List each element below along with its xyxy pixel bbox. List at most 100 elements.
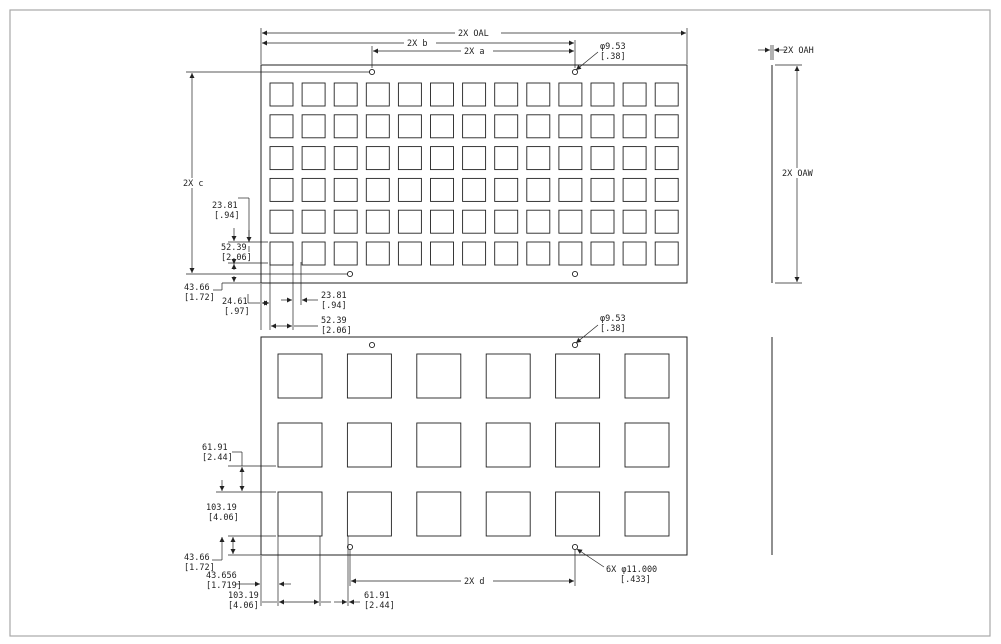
- top-square-cutout: [558, 82, 583, 107]
- dim-b-label: 2X b: [407, 39, 427, 49]
- hole-6x-mm: 6X φ11.000: [606, 565, 657, 575]
- top-square-cutout: [333, 177, 358, 202]
- top-square-cutout: [590, 82, 615, 107]
- top-square-cutout: [333, 82, 358, 107]
- top-square-cutout: [430, 177, 454, 202]
- bot-edge-v-in: [1.72]: [184, 563, 215, 573]
- top-square-cutout: [654, 177, 679, 202]
- top-square-cutout: [365, 177, 390, 202]
- top-plate-square-cutouts: [269, 82, 679, 266]
- top-plate-hole: [346, 270, 354, 278]
- top-square-cutout: [622, 177, 647, 202]
- top-sq-h-mm: 23.81: [321, 291, 347, 301]
- hole-top-in: [.38]: [600, 52, 626, 62]
- bottom-plate-outline: [260, 336, 688, 556]
- top-square-cutout: [462, 209, 487, 234]
- top-square-cutout: [397, 177, 422, 202]
- bot-edge-h-mm: 43.656: [206, 571, 237, 581]
- bottom-square-cutout: [624, 422, 670, 468]
- top-square-cutout: [430, 209, 454, 234]
- dim-a-label: 2X a: [464, 47, 484, 57]
- bottom-plate-hole: [368, 341, 376, 349]
- callout-hole-top: [575, 51, 599, 71]
- top-square-cutout: [526, 241, 551, 266]
- top-square-cutout: [494, 146, 519, 171]
- top-square-cutout: [494, 209, 519, 234]
- dim-c-label: 2X c: [183, 179, 203, 189]
- bottom-plate-hole: [346, 543, 354, 551]
- top-square-cutout: [526, 209, 551, 234]
- top-square-cutout: [590, 209, 615, 234]
- top-square-cutout: [365, 209, 390, 234]
- drawing-frame: [9, 9, 991, 637]
- top-square-cutout: [301, 241, 326, 266]
- side-view-top: [758, 45, 802, 284]
- top-sq-v-mm: 23.81: [212, 201, 238, 211]
- bottom-square-cutout: [277, 353, 323, 399]
- bot-edge-h-in: [1.719]: [206, 581, 242, 591]
- callout-hole-mid: [575, 324, 599, 344]
- top-square-cutout: [654, 209, 679, 234]
- top-square-cutout: [590, 114, 615, 139]
- top-plate-outline: [260, 64, 688, 284]
- dim-c: [186, 71, 370, 275]
- top-square-cutout: [654, 114, 679, 139]
- top-square-cutout: [365, 114, 390, 139]
- bot-pitch-h-in: [4.06]: [228, 601, 259, 611]
- bot-gap-h-in: [2.44]: [364, 601, 395, 611]
- top-square-cutout: [269, 241, 294, 266]
- dim-bottom-horizontal: [236, 536, 360, 606]
- hole-6x-in: [.433]: [620, 575, 651, 585]
- top-square-cutout: [269, 209, 294, 234]
- dim-top-bottom-horizontal: [247, 262, 318, 330]
- top-edge-v-mm: 43.66: [184, 283, 210, 293]
- top-square-cutout: [462, 177, 487, 202]
- bottom-square-cutout: [624, 353, 670, 399]
- bottom-square-cutout: [277, 491, 323, 537]
- top-square-cutout: [430, 114, 454, 139]
- dim-oah-label: 2X OAH: [783, 46, 814, 56]
- bottom-square-cutout: [346, 491, 392, 537]
- top-square-cutout: [622, 209, 647, 234]
- top-square-cutout: [462, 241, 487, 266]
- top-plate-hole: [571, 270, 579, 278]
- top-pitch-h-mm: 52.39: [321, 316, 347, 326]
- bot-gap-h-mm: 61.91: [364, 591, 390, 601]
- top-square-cutout: [526, 146, 551, 171]
- top-square-cutout: [558, 177, 583, 202]
- top-square-cutout: [397, 241, 422, 266]
- top-square-cutout: [269, 177, 294, 202]
- bottom-square-cutout: [555, 422, 601, 468]
- top-sq-v-in: [.94]: [214, 211, 240, 221]
- top-edge-v-in: [1.72]: [184, 293, 215, 303]
- top-square-cutout: [622, 82, 647, 107]
- bot-gap-v-in: [2.44]: [202, 453, 233, 463]
- top-square-cutout: [269, 146, 294, 171]
- top-square-cutout: [558, 146, 583, 171]
- top-pitch-h-in: [2.06]: [321, 326, 352, 336]
- bot-pitch-h-mm: 103.19: [228, 591, 259, 601]
- top-square-cutout: [365, 146, 390, 171]
- bottom-square-cutout: [485, 491, 531, 537]
- top-square-cutout: [622, 146, 647, 171]
- bot-pitch-v-mm: 103.19: [206, 503, 237, 513]
- top-square-cutout: [622, 114, 647, 139]
- top-pitch-v-in: [2.06]: [221, 253, 252, 263]
- top-square-cutout: [558, 241, 583, 266]
- top-square-cutout: [430, 241, 454, 266]
- dim-oaw-label: 2X OAW: [782, 169, 814, 179]
- top-sq-h-in: [.94]: [321, 301, 347, 311]
- bottom-square-cutout: [485, 353, 531, 399]
- bot-gap-v-mm: 61.91: [202, 443, 228, 453]
- top-square-cutout: [494, 82, 519, 107]
- bottom-square-cutout: [346, 422, 392, 468]
- bottom-plate: [260, 336, 688, 556]
- bottom-square-cutout: [555, 353, 601, 399]
- dim-d-label: 2X d: [464, 577, 484, 587]
- top-edge-h-mm: 24.61: [222, 297, 248, 307]
- hole-top-mm: φ9.53: [600, 42, 626, 52]
- bot-edge-v-mm: 43.66: [184, 553, 210, 563]
- bottom-square-cutout: [416, 491, 462, 537]
- top-square-cutout: [494, 114, 519, 139]
- bottom-plate-hole: [571, 341, 579, 349]
